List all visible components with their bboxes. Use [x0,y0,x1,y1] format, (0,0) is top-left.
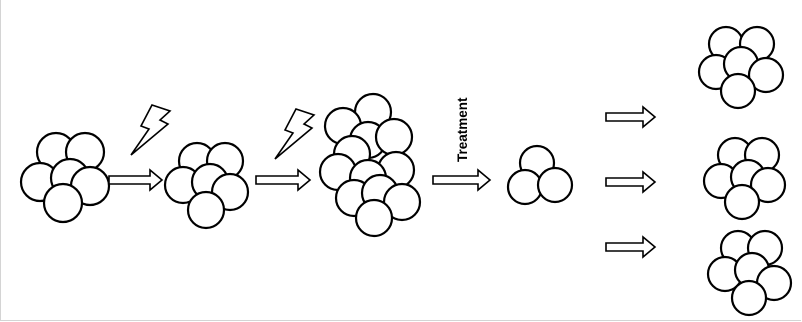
outcome-cell-cluster-bottom [706,229,793,317]
outcome-arrow-icon [605,170,657,194]
cell [354,198,394,238]
outcome-arrow-icon [605,235,657,259]
cell [536,166,574,204]
outcome-arrow-icon [605,105,657,129]
cell [719,72,757,110]
outcome-cell-cluster-middle [702,136,787,221]
cell [749,166,787,204]
lightning-bolt-icon [274,108,316,160]
treatment-label: Treatment [455,97,470,162]
cell [747,56,785,94]
cell [730,279,768,317]
cell [723,183,761,221]
post-treatment-cell-cluster [506,144,574,206]
cell [42,182,84,224]
stimulated-cell-cluster [163,141,250,230]
cell [506,168,544,206]
lightning-bolt-icon [130,104,172,156]
outcome-cell-cluster-top [697,25,785,110]
cell [374,117,414,157]
enlarged-cell-cluster [318,92,422,238]
cell [186,190,226,230]
right-arrow-icon [255,168,312,192]
right-arrow-icon [108,168,164,192]
treatment-arrow-icon [432,168,492,192]
initial-cell-cluster [19,131,111,224]
